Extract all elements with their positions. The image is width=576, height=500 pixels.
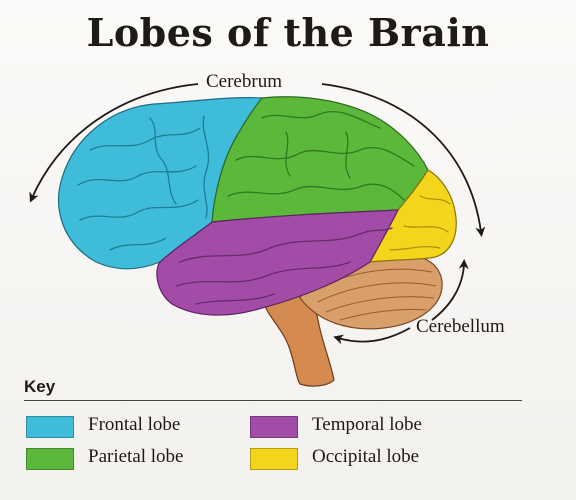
frontal-swatch — [26, 416, 74, 438]
parietal-swatch — [26, 448, 74, 470]
key-divider — [24, 400, 522, 401]
temporal-swatch — [250, 416, 298, 438]
cerebellum-arrow-left — [338, 328, 410, 342]
key-label-parietal: Parietal lobe — [88, 446, 184, 468]
key-label-occipital: Occipital lobe — [312, 446, 419, 468]
occipital-swatch — [250, 448, 298, 470]
key-label-frontal: Frontal lobe — [88, 414, 180, 436]
cerebellum-label: Cerebellum — [416, 316, 505, 338]
key-heading: Key — [24, 377, 55, 397]
key-label-temporal: Temporal lobe — [312, 414, 422, 436]
cerebrum-label: Cerebrum — [206, 71, 282, 93]
